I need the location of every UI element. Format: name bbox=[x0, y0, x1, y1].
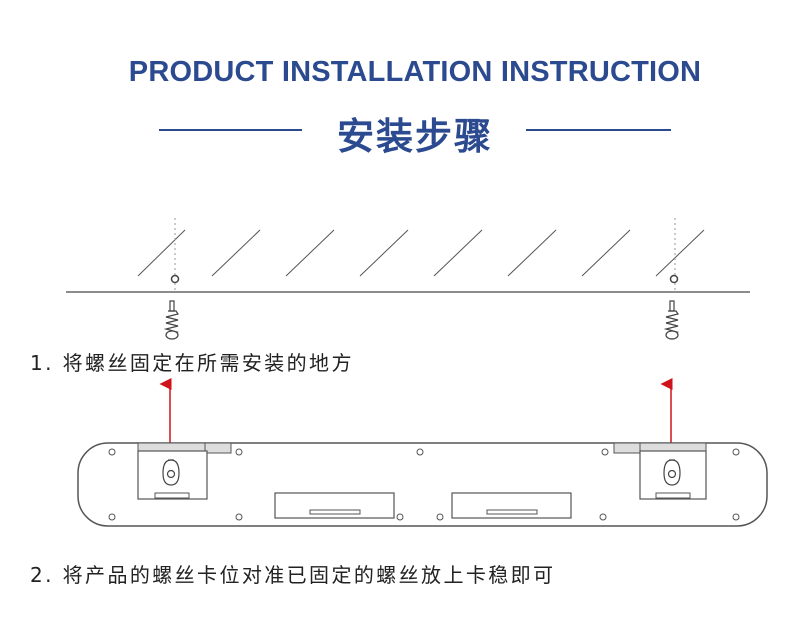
step-1-text: 1. 将螺丝固定在所需安装的地方 bbox=[30, 351, 354, 375]
wall-hatching bbox=[137, 229, 705, 277]
screw-icon bbox=[663, 300, 680, 340]
product-screw-holes bbox=[108, 448, 740, 521]
wall-hole-right bbox=[669, 274, 679, 284]
wall-hole-left bbox=[170, 274, 180, 284]
title-chinese: 安装步骤 bbox=[337, 115, 493, 158]
product-outline bbox=[77, 442, 768, 527]
title-rule-left bbox=[159, 129, 302, 131]
screw-icon bbox=[163, 300, 180, 340]
title-rule-right bbox=[526, 129, 671, 131]
keyhole-slot-left bbox=[162, 459, 180, 486]
title-english: PRODUCT INSTALLATION INSTRUCTION bbox=[128, 56, 702, 88]
step-2-text: 2. 将产品的螺丝卡位对准已固定的螺丝放上卡稳即可 bbox=[30, 563, 556, 587]
keyhole-slot-right bbox=[663, 459, 681, 486]
